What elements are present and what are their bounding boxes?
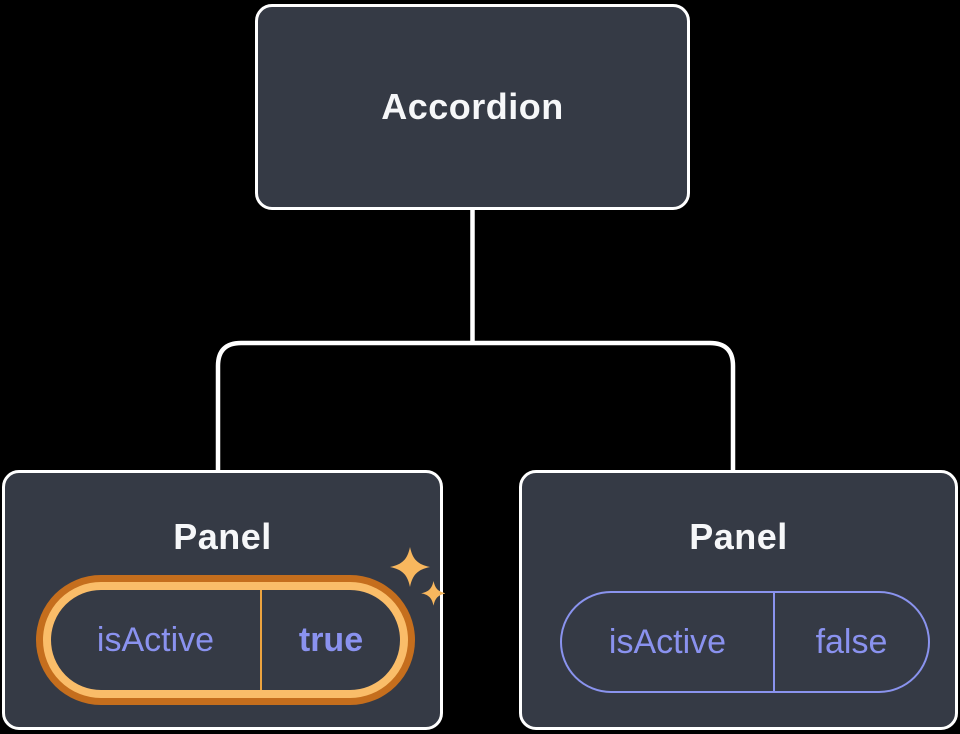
accordion-node: Accordion bbox=[255, 4, 690, 210]
isactive-prop-pill-inactive: isActive false bbox=[560, 591, 930, 693]
sparkles-icon bbox=[390, 547, 445, 606]
panel-node-label: Panel bbox=[173, 516, 272, 557]
prop-value: true bbox=[298, 620, 364, 659]
panel-node-label: Panel bbox=[689, 516, 788, 557]
accordion-node-label: Accordion bbox=[381, 86, 564, 127]
prop-name: isActive bbox=[96, 620, 215, 659]
pill-divider bbox=[260, 590, 262, 690]
prop-name: isActive bbox=[608, 622, 727, 661]
isactive-prop-pill-active: isActive true bbox=[43, 582, 408, 698]
prop-value: false bbox=[815, 622, 888, 661]
panel-node-active: Panel isActive true bbox=[2, 470, 445, 730]
panel-node-inactive: Panel isActive false bbox=[519, 470, 958, 730]
pill-divider bbox=[773, 593, 775, 691]
